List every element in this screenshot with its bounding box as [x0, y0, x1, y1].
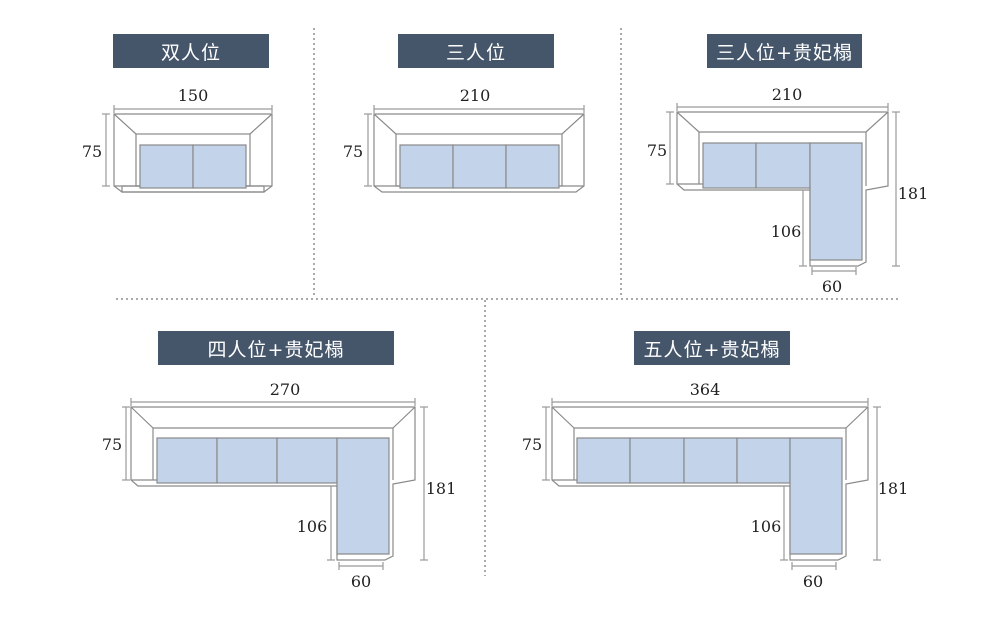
dim-width-five-seat-chaise: 364 — [690, 380, 721, 399]
panel-title-three-seat: 三人位 — [398, 34, 554, 68]
dim-five-seat-chaise — [542, 398, 881, 570]
dim-width-three-seat-chaise: 210 — [772, 85, 803, 104]
panel-title-five-seat-chaise: 五人位+贵妃榻 — [634, 331, 790, 365]
dim-three-seat — [364, 105, 585, 187]
dim-chaise-length-four-seat-chaise: 106 — [297, 517, 328, 536]
panel-title-three-seat-chaise: 三人位+贵妃榻 — [707, 34, 862, 68]
dim-total-depth-five-seat-chaise: 181 — [878, 479, 909, 498]
dim-depth-loveseat: 75 — [82, 142, 102, 161]
sofa-four-seat-chaise — [130, 406, 416, 561]
sofa-loveseat — [113, 113, 273, 193]
dim-width-loveseat: 150 — [178, 86, 209, 105]
dim-depth-three-seat: 75 — [343, 142, 363, 161]
panel-title-loveseat: 双人位 — [113, 34, 269, 68]
sofa-five-seat-chaise — [551, 406, 869, 561]
dim-depth-five-seat-chaise: 75 — [522, 435, 542, 454]
dim-chaise-width-four-seat-chaise: 60 — [351, 572, 371, 591]
dim-width-four-seat-chaise: 270 — [270, 380, 301, 399]
dim-depth-four-seat-chaise: 75 — [102, 435, 122, 454]
dim-width-three-seat: 210 — [460, 86, 491, 105]
dim-four-seat-chaise — [122, 398, 428, 570]
dim-chaise-length-three-seat-chaise: 106 — [771, 222, 802, 241]
dim-chaise-width-three-seat-chaise: 60 — [822, 277, 842, 296]
dim-chaise-length-five-seat-chaise: 106 — [751, 517, 782, 536]
sofa-three-seat — [373, 113, 585, 193]
dim-three-seat-chaise — [666, 103, 900, 275]
dim-depth-three-seat-chaise: 75 — [647, 141, 667, 160]
dim-chaise-width-five-seat-chaise: 60 — [803, 572, 823, 591]
dim-total-depth-four-seat-chaise: 181 — [426, 479, 457, 498]
dim-loveseat — [102, 105, 273, 187]
dim-total-depth-three-seat-chaise: 181 — [898, 184, 929, 203]
sofa-three-seat-chaise — [676, 111, 889, 267]
panel-title-four-seat-chaise: 四人位+贵妃榻 — [158, 331, 394, 365]
